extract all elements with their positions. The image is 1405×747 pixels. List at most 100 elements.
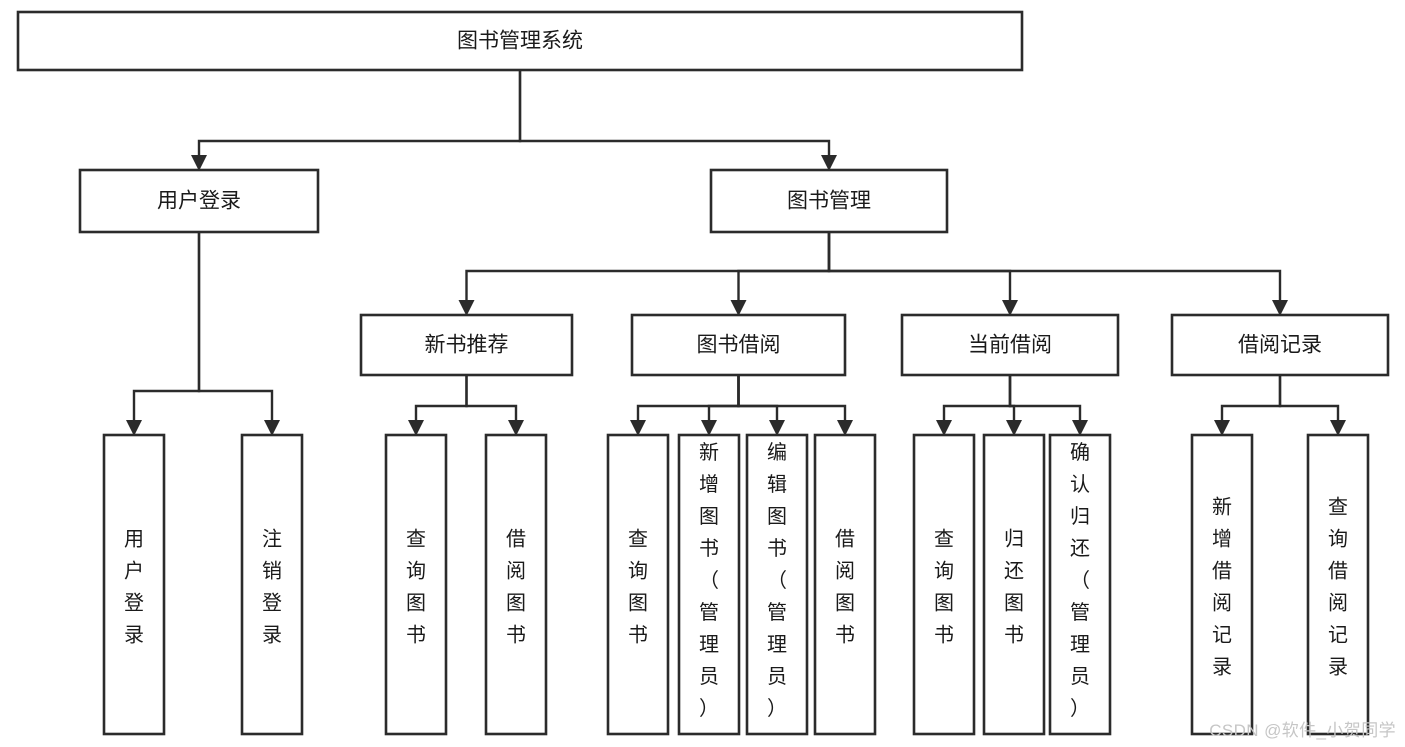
connector-borrow-records-to-leaf-add-record — [1220, 375, 1282, 422]
connector-borrow-records-to-leaf-query-record — [1278, 375, 1340, 422]
connector-book-borrow-to-leaf-borrow-book-2 — [737, 375, 847, 422]
arrow-head — [1272, 300, 1288, 316]
node-leaf-user-login[interactable]: 用户登录 — [102, 433, 166, 736]
node-box — [1190, 433, 1254, 736]
node-leaf-return-book[interactable]: 归还图书 — [982, 433, 1046, 736]
node-box — [630, 313, 847, 377]
arrow-head — [730, 300, 747, 316]
node-label: 借阅记录 — [1238, 334, 1322, 357]
node-box — [240, 433, 304, 736]
connector-book-borrow-to-leaf-edit-book — [737, 375, 779, 422]
node-box — [102, 433, 166, 736]
node-leaf-query-book-1[interactable]: 查询图书 — [384, 433, 448, 736]
node-box — [982, 433, 1046, 736]
node-label: 确认归还（管理员） — [1070, 441, 1090, 720]
node-label: 查询图书 — [628, 527, 648, 646]
node-label: 新书推荐 — [425, 334, 509, 357]
node-leaf-query-record[interactable]: 查询借阅记录 — [1306, 433, 1370, 736]
arrow-head — [837, 420, 853, 436]
connector-book-borrow-to-leaf-add-book — [707, 375, 740, 422]
node-leaf-borrow-book-1[interactable]: 借阅图书 — [484, 433, 548, 736]
connector-user-login-to-leaf-user-logout — [197, 232, 274, 422]
connector-current-borrow-to-leaf-query-book-3 — [942, 375, 1012, 422]
node-leaf-confirm-return[interactable]: 确认归还（管理员） — [1048, 433, 1112, 736]
node-book-borrow[interactable]: 图书借阅 — [630, 313, 847, 377]
node-label: 查询图书 — [934, 527, 954, 646]
connector-current-borrow-to-leaf-confirm-return — [1008, 375, 1082, 422]
node-leaf-edit-book[interactable]: 编辑图书（管理员） — [745, 433, 809, 736]
node-box — [813, 433, 877, 736]
arrow-head — [630, 420, 646, 436]
node-box — [16, 10, 1024, 72]
node-label: 注销登录 — [262, 527, 282, 646]
node-label: 查询借阅记录 — [1328, 495, 1348, 678]
arrow-head — [508, 420, 524, 436]
arrow-head — [1072, 420, 1088, 436]
connector-book-management-to-borrow-records — [827, 232, 1282, 302]
connector-user-login-to-leaf-user-login — [132, 232, 201, 422]
arrow-head — [408, 420, 424, 436]
connector-book-borrow-to-leaf-query-book-2 — [636, 375, 740, 422]
node-box — [1306, 433, 1370, 736]
connector-root-to-user-login — [197, 70, 522, 157]
node-box — [78, 168, 320, 234]
arrow-head — [1214, 420, 1230, 436]
edges-layer — [126, 70, 1346, 436]
node-borrow-records[interactable]: 借阅记录 — [1170, 313, 1390, 377]
arrow-head — [1006, 420, 1022, 436]
arrow-head — [191, 155, 207, 171]
node-root[interactable]: 图书管理系统 — [16, 10, 1024, 72]
node-new-book-recommend[interactable]: 新书推荐 — [359, 313, 574, 377]
arrow-head — [936, 420, 952, 436]
nodes-layer: 图书管理系统用户登录用户登录注销登录图书管理新书推荐查询图书借阅图书图书借阅查询… — [16, 10, 1390, 736]
arrow-head — [769, 420, 785, 436]
node-leaf-user-logout[interactable]: 注销登录 — [240, 433, 304, 736]
connector-book-management-to-book-borrow — [737, 232, 831, 302]
arrow-head — [701, 420, 717, 436]
node-label: 归还图书 — [1004, 527, 1024, 646]
node-leaf-add-record[interactable]: 新增借阅记录 — [1190, 433, 1254, 736]
arrow-head — [126, 420, 142, 436]
node-label: 新增借阅记录 — [1212, 495, 1232, 678]
node-label: 借阅图书 — [506, 527, 526, 646]
node-label: 新增图书（管理员） — [699, 441, 719, 720]
node-label: 用户登录 — [124, 528, 144, 646]
connector-book-management-to-new-book-recommend — [465, 232, 831, 302]
arrow-head — [264, 420, 280, 436]
node-leaf-query-book-3[interactable]: 查询图书 — [912, 433, 976, 736]
node-label: 图书管理 — [787, 190, 871, 213]
node-user-login[interactable]: 用户登录 — [78, 168, 320, 234]
node-box — [359, 313, 574, 377]
node-label: 当前借阅 — [968, 334, 1052, 357]
connector-new-book-recommend-to-leaf-query-book-1 — [414, 375, 468, 422]
node-box — [745, 433, 809, 736]
arrow-head — [821, 155, 837, 171]
connector-new-book-recommend-to-leaf-borrow-book-1 — [465, 375, 518, 422]
node-box — [484, 433, 548, 736]
node-label: 查询图书 — [406, 527, 426, 646]
node-current-borrow[interactable]: 当前借阅 — [900, 313, 1120, 377]
node-label: 图书借阅 — [697, 334, 781, 357]
node-leaf-borrow-book-2[interactable]: 借阅图书 — [813, 433, 877, 736]
arrow-head — [458, 300, 475, 316]
arrow-head — [1330, 420, 1346, 436]
node-book-management[interactable]: 图书管理 — [709, 168, 949, 234]
node-label: 借阅图书 — [835, 527, 855, 646]
node-leaf-add-book[interactable]: 新增图书（管理员） — [677, 433, 741, 736]
node-box — [900, 313, 1120, 377]
node-box — [384, 433, 448, 736]
connector-book-management-to-current-borrow — [827, 232, 1012, 302]
node-box — [1048, 433, 1112, 736]
node-label: 编辑图书（管理员） — [767, 441, 787, 720]
connector-root-to-book-management — [518, 70, 831, 157]
arrow-head — [1002, 300, 1018, 316]
node-box — [709, 168, 949, 234]
node-leaf-query-book-2[interactable]: 查询图书 — [606, 433, 670, 736]
node-box — [1170, 313, 1390, 377]
node-label: 图书管理系统 — [457, 30, 583, 53]
node-box — [677, 433, 741, 736]
node-box — [912, 433, 976, 736]
node-label: 用户登录 — [157, 190, 241, 213]
